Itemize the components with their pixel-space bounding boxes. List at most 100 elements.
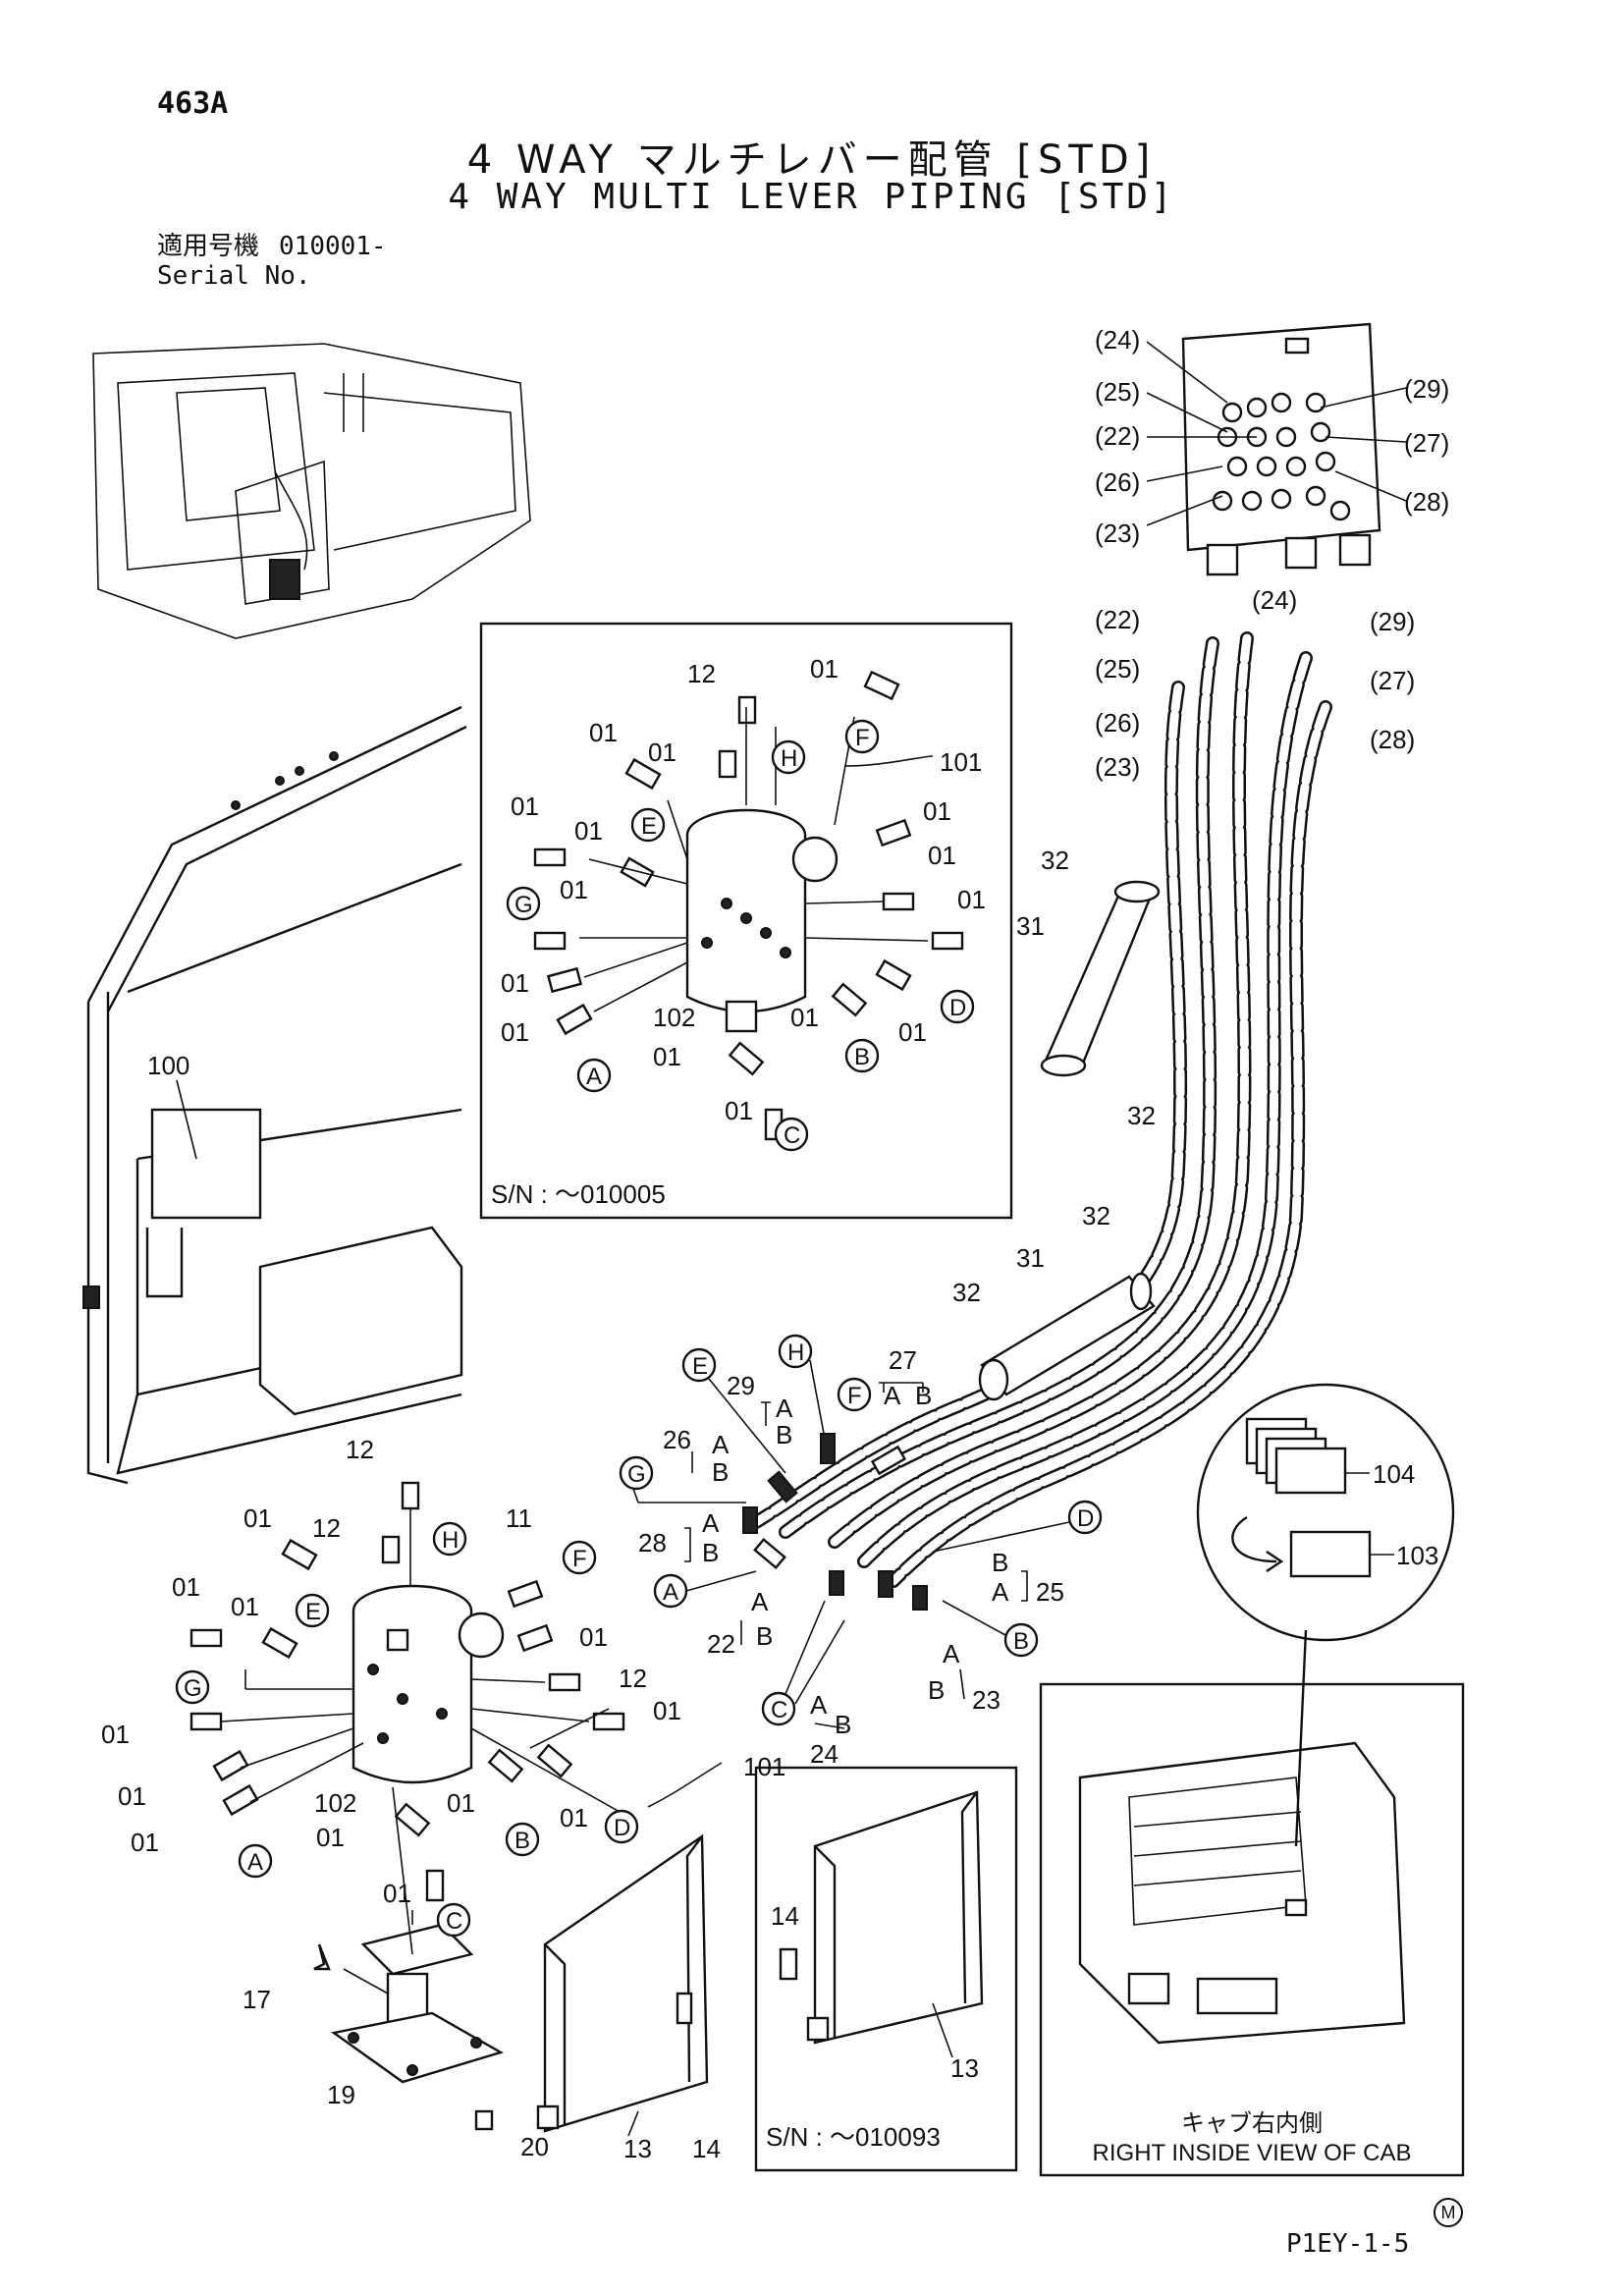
label-32-lower-b: 32 xyxy=(952,1278,981,1307)
upper-fittings xyxy=(533,670,964,1141)
m-mark: M xyxy=(1434,2198,1463,2227)
label-32-lower-a: 32 xyxy=(1082,1201,1110,1230)
svg-text:22: 22 xyxy=(707,1629,735,1659)
svg-text:28: 28 xyxy=(638,1528,667,1558)
middle-leaders xyxy=(632,1359,1070,1705)
label-13-inset: 13 xyxy=(950,2053,979,2083)
label-01-lower-i: 01 xyxy=(447,1788,475,1818)
label-12-lower-a: 12 xyxy=(346,1435,374,1464)
cab-interior-view xyxy=(1078,1629,1406,2045)
label-01-lower-h: 01 xyxy=(131,1828,159,1857)
svg-text:B: B xyxy=(992,1548,1008,1577)
label-01-upper-g: 01 xyxy=(928,841,956,870)
label-01-upper-f: 01 xyxy=(560,875,588,904)
label-100: 100 xyxy=(147,1051,189,1080)
label-01-upper-k: 01 xyxy=(790,1003,819,1032)
hose-end-25: (25) xyxy=(1095,654,1140,683)
svg-text:F: F xyxy=(572,1546,587,1572)
svg-text:C: C xyxy=(771,1697,787,1723)
svg-text:B: B xyxy=(702,1538,719,1567)
serial-label-japanese: 適用号機 xyxy=(157,232,260,261)
label-11-lower: 11 xyxy=(506,1503,532,1533)
label-01-upper-h: 01 xyxy=(957,885,986,914)
label-01-upper-j: 01 xyxy=(501,1017,529,1047)
middle-fittings xyxy=(742,1433,928,1611)
sleeve-lower xyxy=(978,1272,1156,1401)
page-title-english: 4 WAY MULTI LEVER PIPING [STD] xyxy=(448,177,1175,217)
svg-text:B: B xyxy=(756,1621,773,1651)
svg-text:A: A xyxy=(992,1577,1009,1607)
excavator-overview xyxy=(92,343,531,639)
svg-text:H: H xyxy=(781,745,797,772)
page-title-japanese: 4 WAY マルチレバー配管 [STD] xyxy=(466,137,1157,183)
hose-end-23: (23) xyxy=(1095,752,1140,782)
label-14-main: 14 xyxy=(692,2134,721,2163)
svg-text:D: D xyxy=(949,995,966,1021)
svg-text:A: A xyxy=(663,1579,678,1606)
upper-circled-letters: H F E G D B A C xyxy=(506,719,975,1152)
label-12-lower-c: 12 xyxy=(619,1664,647,1693)
svg-text:A: A xyxy=(751,1587,769,1616)
svg-text:B: B xyxy=(776,1420,792,1449)
svg-text:B: B xyxy=(854,1044,870,1070)
svg-text:H: H xyxy=(442,1527,459,1554)
label-102-upper: 102 xyxy=(653,1003,695,1032)
svg-text:F: F xyxy=(855,725,870,751)
svg-text:A: A xyxy=(884,1381,901,1410)
label-01-upper-l: 01 xyxy=(898,1017,927,1047)
page-code: 463A xyxy=(157,86,229,121)
label-01-upper-n: 01 xyxy=(725,1096,753,1125)
label-14-inset: 14 xyxy=(771,1901,799,1931)
svg-text:G: G xyxy=(514,892,533,918)
valve-port-25: (25) xyxy=(1095,377,1140,407)
svg-text:C: C xyxy=(784,1122,800,1149)
svg-text:B: B xyxy=(712,1457,729,1487)
label-19: 19 xyxy=(327,2080,355,2109)
label-101-upper: 101 xyxy=(940,747,982,777)
svg-text:B: B xyxy=(1013,1628,1029,1655)
serial-info: 適用号機 010001- Serial No. xyxy=(157,232,387,291)
hose-end-28: (28) xyxy=(1370,725,1415,754)
lower-circled-letters: H F E G D B A C xyxy=(175,1521,639,1938)
svg-text:29: 29 xyxy=(727,1371,755,1400)
hose-end-26: (26) xyxy=(1095,708,1140,738)
pilot-valve-leaders xyxy=(1146,341,1407,526)
label-cards xyxy=(1231,1417,1394,1578)
sleeve-upper xyxy=(1040,880,1161,1077)
upper-swivel-block xyxy=(685,808,839,1033)
svg-text:A: A xyxy=(586,1064,602,1090)
cab-label-japanese: キャブ右内側 xyxy=(1181,2110,1323,2137)
svg-text:26: 26 xyxy=(663,1425,691,1454)
label-01-upper-m: 01 xyxy=(653,1042,681,1071)
hose-end-29: (29) xyxy=(1370,607,1415,636)
svg-text:27: 27 xyxy=(889,1345,917,1375)
svg-text:A: A xyxy=(712,1430,730,1459)
label-13-main: 13 xyxy=(623,2134,652,2163)
label-01-upper-top: 01 xyxy=(810,654,839,683)
svg-text:B: B xyxy=(835,1710,851,1739)
label-12-upper: 12 xyxy=(687,659,716,688)
valve-port-23: (23) xyxy=(1095,519,1140,548)
label-32-upper-a: 32 xyxy=(1041,846,1069,875)
label-31-upper: 31 xyxy=(1016,911,1045,941)
hose-bundle xyxy=(749,631,1332,1588)
svg-text:G: G xyxy=(184,1675,202,1702)
label-01-upper-c: 01 xyxy=(511,792,539,821)
svg-text:H: H xyxy=(787,1339,804,1366)
svg-text:E: E xyxy=(692,1353,708,1380)
svg-text:E: E xyxy=(641,813,657,840)
svg-text:B: B xyxy=(514,1828,530,1854)
svg-text:D: D xyxy=(614,1815,630,1841)
label-12-lower-b: 12 xyxy=(312,1513,341,1543)
cover-13-main xyxy=(536,1833,709,2133)
svg-text:A: A xyxy=(810,1690,828,1720)
label-01-lower-l: 01 xyxy=(383,1879,411,1908)
valve-port-29: (29) xyxy=(1404,374,1449,404)
label-01-upper-a: 01 xyxy=(589,718,618,747)
label-detail-circle xyxy=(1196,1383,1455,1642)
lower-swivel-block xyxy=(352,1584,505,1784)
hose-end-22: (22) xyxy=(1095,605,1140,634)
svg-text:A: A xyxy=(247,1849,263,1876)
